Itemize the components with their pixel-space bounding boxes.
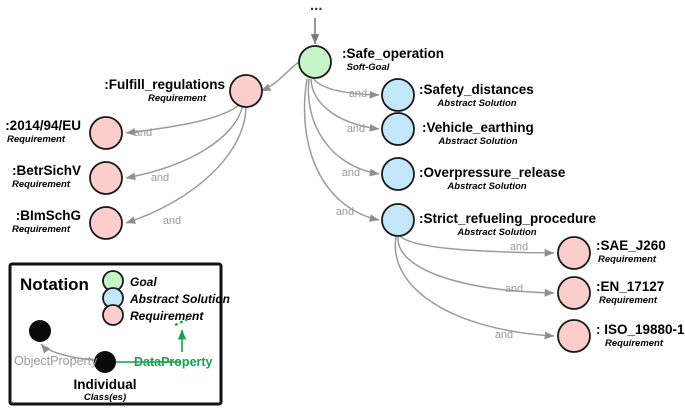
legend-title: Notation xyxy=(20,275,89,294)
legend-label-goal: Goal xyxy=(130,275,157,289)
node-vehicle-earthing[interactable] xyxy=(381,112,415,146)
node-type-strict-refueling-procedure: Abstract Solution xyxy=(456,227,536,238)
node-betrsichv[interactable] xyxy=(89,161,123,195)
legend-individual-dot xyxy=(94,351,116,373)
legend-border xyxy=(8,262,223,406)
legend-objectproperty-label: ObjectProperty xyxy=(14,354,98,368)
legend-dataproperty-value-dashes xyxy=(174,317,191,326)
edge-label-and-sae-j260: and xyxy=(510,241,528,253)
node-label-fulfill-regulations: :Fulfill_regulations xyxy=(104,77,225,92)
node-bimschg[interactable] xyxy=(89,206,123,240)
edge-safe-operation-to-fulfill-regulations xyxy=(260,61,300,92)
edge-fulfill-regulations-to-bimschg xyxy=(125,105,247,224)
node-2014-94-eu[interactable] xyxy=(89,116,123,150)
node-label-overpressure-release: :Overpressure_release xyxy=(419,165,566,180)
node-label-en-17127: :EN_17127 xyxy=(596,279,664,294)
node-label-safety-distances: :Safety_distances xyxy=(419,82,534,97)
node-type-betrsichv: Requirement xyxy=(12,179,71,190)
edge-strict-refueling-to-sae-j260 xyxy=(399,235,555,257)
node-label-vehicle-earthing: :Vehicle_earthing xyxy=(422,120,534,135)
node-type-iso-19880-1: Requirement xyxy=(605,338,664,349)
node-fulfill-regulations[interactable] xyxy=(229,74,263,108)
edge-label-and-strict-refueling-procedure: and xyxy=(336,206,354,218)
legend-objectproperty-target-dot xyxy=(29,320,51,342)
edge-strict-refueling-to-iso-19880-1 xyxy=(394,236,555,340)
edge-label-and-overpressure-release: and xyxy=(342,167,360,179)
node-label-iso-19880-1: : ISO_19880-1 xyxy=(596,322,685,337)
legend-individual-label: Individual xyxy=(73,377,136,392)
node-label-betrsichv: :BetrSichV xyxy=(12,163,81,178)
edge-safe-operation-to-strict-refueling-procedure xyxy=(303,78,380,222)
node-type-overpressure-release: Abstract Solution xyxy=(446,181,526,192)
node-type-bimschg: Requirement xyxy=(12,224,71,235)
legend-panel: Notation Goal Abstract Solution Requirem… xyxy=(8,262,230,406)
node-safety-distances[interactable] xyxy=(381,78,415,112)
legend-classes-label: Class(es) xyxy=(84,392,126,403)
node-label-strict-refueling-procedure: :Strict_refueling_procedure xyxy=(419,211,597,226)
node-overpressure-release[interactable] xyxy=(381,157,415,191)
node-safe-operation[interactable] xyxy=(298,45,332,79)
node-label-bimschg: :BImSchG xyxy=(16,208,81,223)
node-type-2014-94-eu: Requirement xyxy=(7,134,66,145)
node-type-sae-j260: Requirement xyxy=(598,254,657,265)
edge-safe-operation-to-vehicle-earthing xyxy=(310,78,380,132)
edge-safe-operation-to-overpressure-release xyxy=(307,78,380,177)
node-type-safety-distances: Abstract Solution xyxy=(436,98,516,109)
legend-label-requirement: Requirement xyxy=(130,309,204,323)
edge-label-and-bimschg: and xyxy=(163,215,181,227)
edge-fulfill-regulations-to-2014-94-eu xyxy=(125,103,241,136)
edge-label-and-safety-distances: and xyxy=(349,88,367,100)
node-en-17127[interactable] xyxy=(557,276,591,310)
edge-label-and-vehicle-earthing: and xyxy=(347,123,365,135)
legend-dataproperty-label: DataProperty xyxy=(134,355,213,369)
legend-objectproperty-edge xyxy=(40,343,95,361)
edge-label-and-iso-19880-1: and xyxy=(495,329,513,341)
node-type-fulfill-regulations: Requirement xyxy=(148,93,207,104)
edge-strict-refueling-to-en-17127 xyxy=(397,236,555,297)
node-type-vehicle-earthing: Abstract Solution xyxy=(437,136,517,147)
node-label-safe-operation: :Safe_operation xyxy=(342,46,444,61)
edge-label-and-betrsichv: and xyxy=(151,172,169,184)
legend-label-abstract-solution: Abstract Solution xyxy=(129,292,230,306)
node-type-en-17127: Requirement xyxy=(599,295,658,306)
node-type-safe-operation: Soft-Goal xyxy=(347,62,390,73)
node-label-sae-j260: :SAE_J260 xyxy=(596,238,666,253)
node-strict-refueling-procedure[interactable] xyxy=(381,203,415,237)
node-label-2014-94-eu: :2014/94/EU xyxy=(5,118,81,133)
edge-label-and-2014-94-eu: and xyxy=(134,127,152,139)
edge-safe-operation-to-safety-distances xyxy=(312,77,380,99)
edge-label-and-en-17127: and xyxy=(505,283,523,295)
edge-fulfill-regulations-to-betrsichv xyxy=(125,104,244,181)
top-ellipsis-label: ... xyxy=(310,0,323,14)
legend-swatch-requirement xyxy=(102,304,124,326)
node-iso-19880-1[interactable] xyxy=(557,319,591,353)
node-sae-j260[interactable] xyxy=(557,236,591,270)
